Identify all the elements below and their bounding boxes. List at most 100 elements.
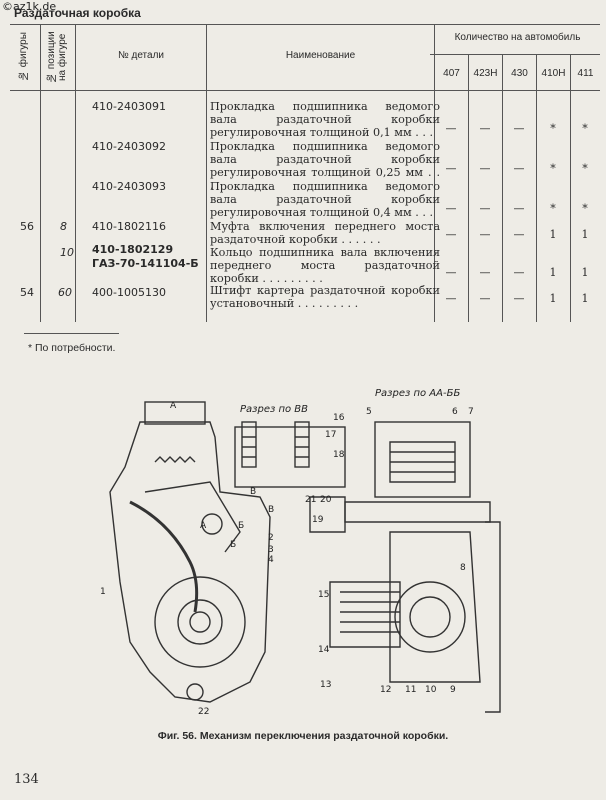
callout: 12 [380,685,391,695]
callout: 14 [318,645,330,655]
coupling [394,581,466,653]
col-rule [468,54,469,322]
upper-gear-case [374,421,471,498]
qty-cell: * [582,122,588,135]
watermark: ©az1k.de [2,0,57,13]
header-model: 411 [577,68,594,79]
lower-housing [389,531,481,683]
qty-cell: — [479,266,491,279]
rail-end [309,496,346,533]
callout: 8 [460,563,466,573]
callout: 2 [268,533,274,543]
qty-cell: 1 [581,266,589,279]
header-model: 423Н [473,68,498,79]
section-aabb-label: Разрез по АА-ББ [375,388,460,399]
output-flange [329,581,401,648]
callout: 15 [318,590,329,600]
callout: 16 [333,413,345,423]
gear-hub [177,599,223,645]
part-number-alt: ГАЗ-70-141104-Б [92,257,199,270]
qty-cell: — [445,292,457,305]
case-wall [485,521,501,713]
part-name: Муфта включения переднего моста раздаточ… [210,220,440,246]
qty-cell: * [550,202,556,215]
footnote: * По потребности. [28,342,116,354]
shift-rail [344,501,491,523]
part-number: 410-1802116 [92,220,166,233]
table-top-rule [10,24,600,25]
qty-cell: 1 [549,228,557,241]
qty-cell: — [445,266,457,279]
callout: 4 [268,555,274,565]
part-number: 410-2403091 [92,100,166,113]
qty-cell: — [513,122,525,135]
part-name: Кольцо подшипника вала включения передне… [210,246,440,285]
section-bb-label: Разрез по ВВ [240,404,308,415]
section-letter: В [268,505,274,515]
callout: 13 [320,680,331,690]
qty-cell: — [445,122,457,135]
figure-caption: Фиг. 56. Механизм переключения раздаточн… [157,730,449,742]
section-letter: Б [230,540,236,550]
callout: 20 [320,495,332,505]
qty-cell: — [513,266,525,279]
part-number: 410-2403093 [92,180,166,193]
col-rule [75,24,76,322]
header-model: 430 [511,68,528,79]
footnote-rule [24,333,119,334]
pos-number: 8 [60,220,67,233]
transfer-case-drawing: Разрез по ВВ Разрез по АА-ББ 1 2 3 4 5 6… [100,388,501,717]
qty-cell: * [582,162,588,175]
header-pos: № позиции на фигуре [46,31,68,83]
header-model: 410Н [541,68,566,79]
col-rule [570,54,571,322]
qty-cell: — [513,202,525,215]
gear-teeth [390,451,455,473]
part-name: Прокладка подшипника ведомого вала разда… [210,100,440,139]
housing-outline [109,421,271,703]
section-letter: В [250,487,256,497]
header-part: № детали [117,50,165,61]
detent-bore [241,421,257,468]
qty-cell: — [445,202,457,215]
top-boss [144,401,206,425]
col-rule [40,24,41,322]
coupling-inner [409,596,451,638]
qty-cell: — [445,228,457,241]
qty-cell: 1 [549,292,557,305]
pos-number: 10 [60,246,74,259]
qty-cell: — [513,162,525,175]
pos-number: 60 [58,286,72,299]
parts-table: № фигуры № позиции на фигуре № детали На… [10,24,600,324]
part-name: Прокладка подшипника ведомого вала разда… [210,180,440,219]
qty-cell: — [479,162,491,175]
qty-cell: 1 [549,266,557,279]
fig-number: 56 [20,220,34,233]
qty-cell: * [582,202,588,215]
header-bottom-rule [10,90,600,91]
callout: 19 [312,515,324,525]
callout: 21 [305,495,316,505]
callout: 6 [452,407,458,417]
spring [154,456,196,463]
col-rule [536,54,537,322]
header-qty: Количество на автомобиль [454,32,581,43]
part-name: Прокладка подшипника ведомого вала разда… [210,140,440,192]
shift-lever [129,500,199,613]
part-number: 410-1802129 [92,243,174,256]
header-model: 407 [443,68,460,79]
section-letter: Б [238,521,244,531]
qty-cell: 1 [581,228,589,241]
qty-cell: 1 [581,292,589,305]
page-number: 134 [14,772,39,787]
col-rule [434,24,435,322]
header-name: Наименование [285,50,356,61]
drain-plug [186,683,204,701]
callout: 22 [198,707,209,717]
upper-gear [389,441,456,483]
qty-cell: — [445,162,457,175]
callout: 10 [425,685,437,695]
qty-subheader-rule [430,54,600,55]
section-bb-block [234,426,346,488]
qty-cell: — [479,292,491,305]
